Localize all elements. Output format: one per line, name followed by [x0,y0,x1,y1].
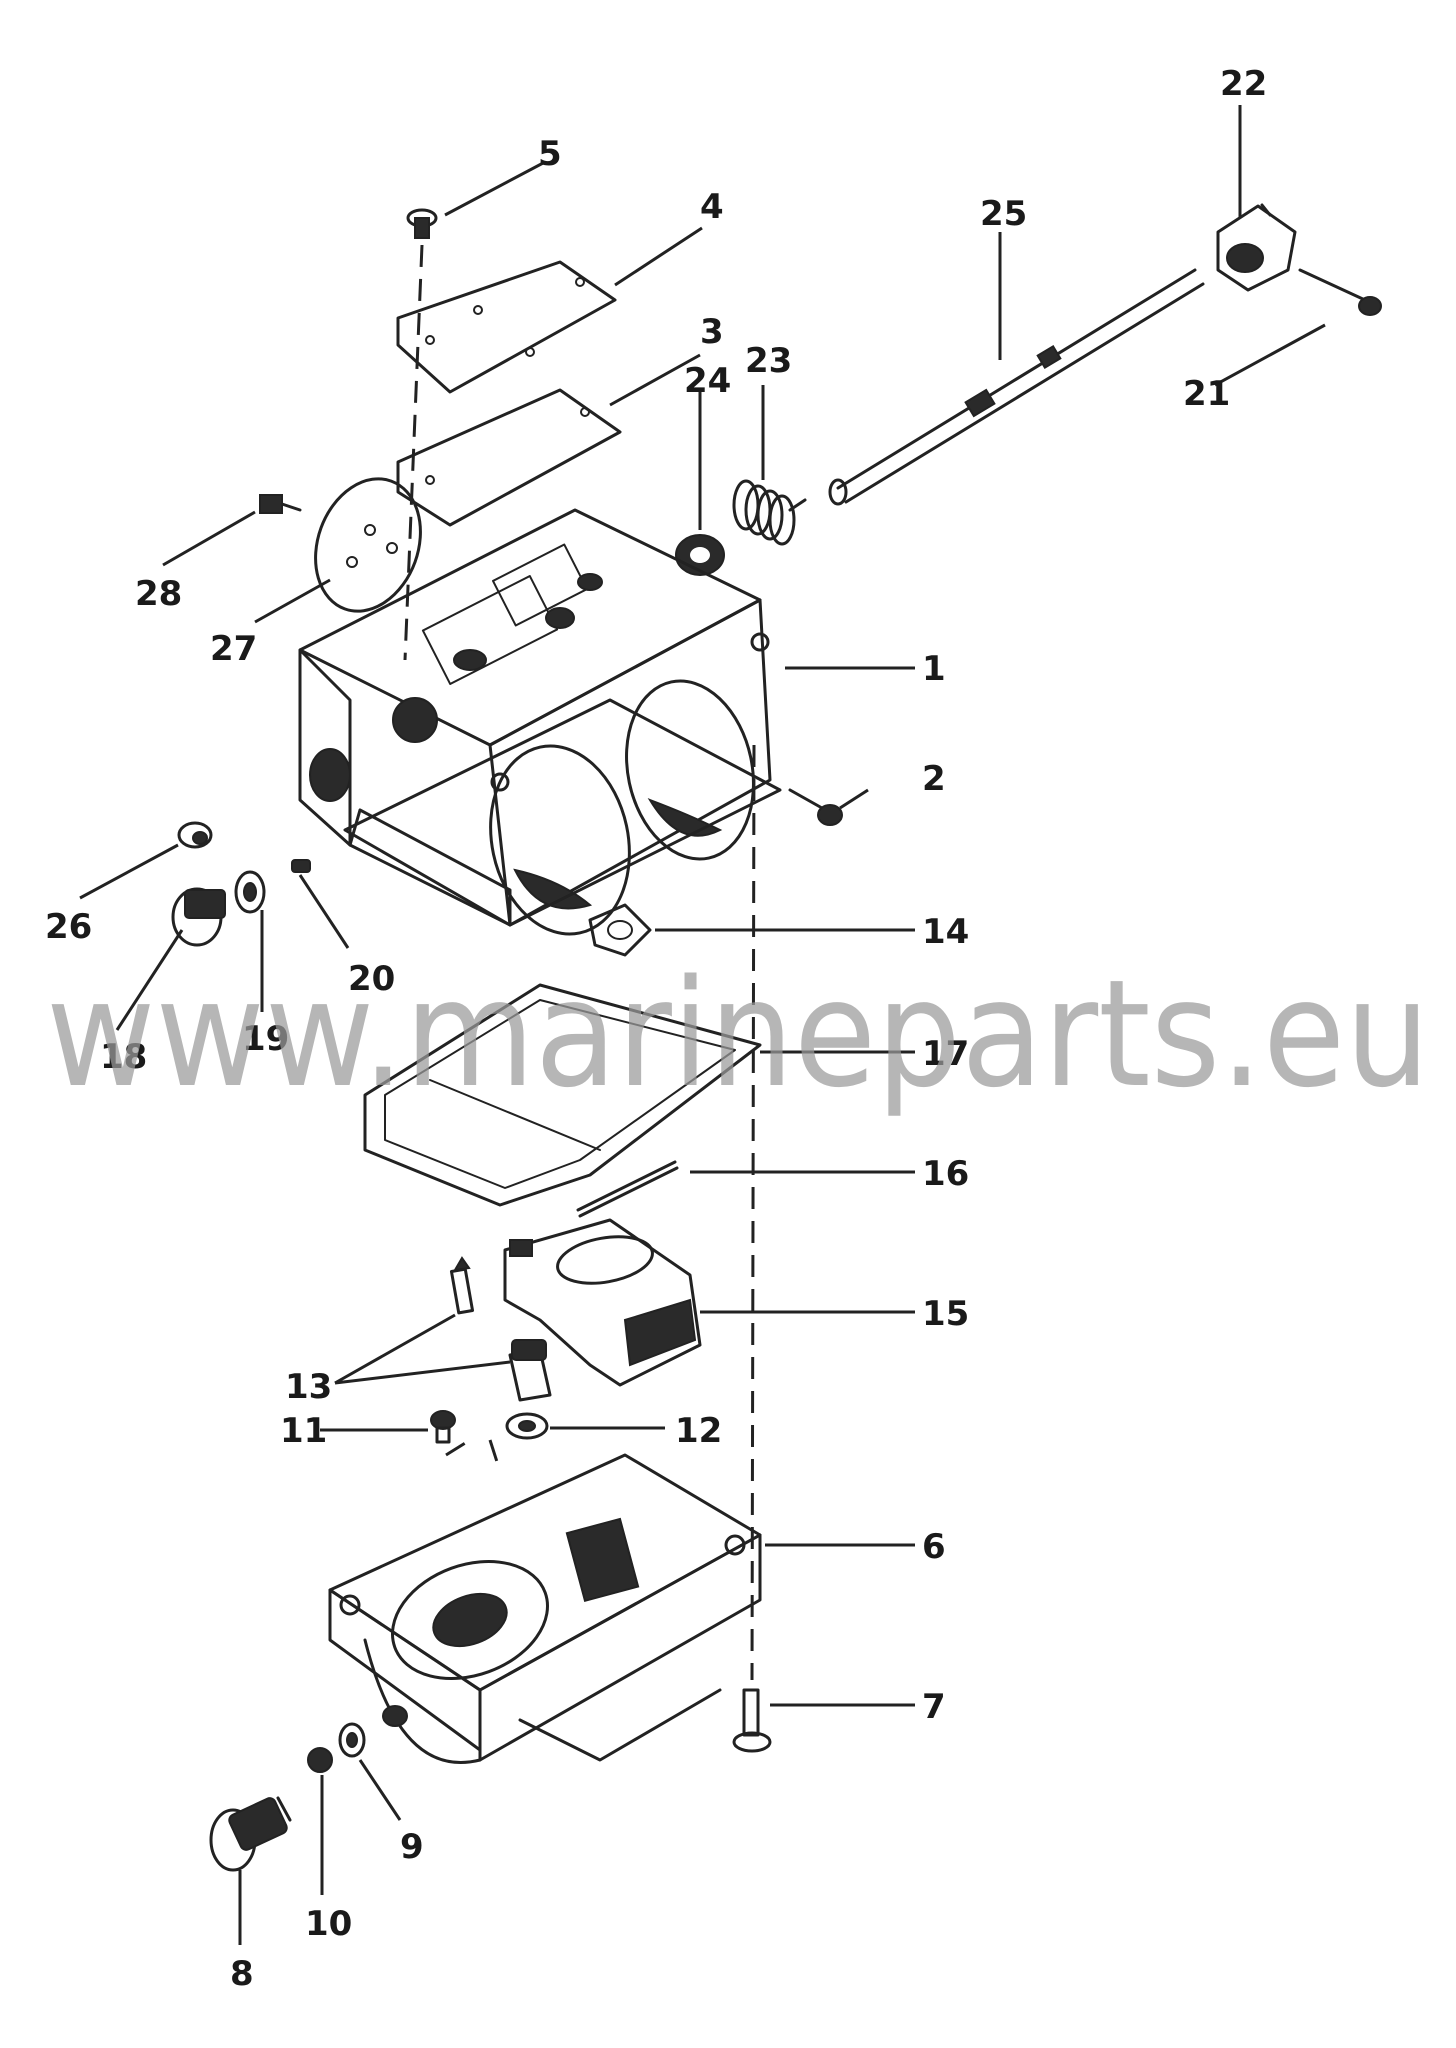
callout-7: 7 [922,1687,946,1727]
part-3-gasket [396,388,622,527]
callout-13: 13 [285,1367,332,1407]
part-14-gasket [588,903,652,957]
part-19-washer [234,870,266,914]
part-21-screw [1298,268,1382,316]
part-28-screw [259,494,302,514]
part-27-diaphragm [314,477,422,613]
leader-lines [79,105,1326,1945]
callout-11: 11 [280,1411,327,1451]
part-20-fitting [291,859,311,873]
callout-20: 20 [348,959,395,999]
callout-3: 3 [700,312,724,352]
callout-16: 16 [922,1154,969,1194]
callout-19: 19 [242,1019,289,1059]
callout-2: 2 [922,759,946,799]
part-15-float [503,1218,702,1387]
callout-23: 23 [745,341,792,381]
part-23-spring [732,479,807,546]
callout-8: 8 [230,1954,254,1994]
part-18-plug [171,887,226,947]
part-2-screw [788,788,843,826]
callout-17: 17 [922,1034,969,1074]
part-25-throttle-shaft [828,268,1205,506]
part-7-screw [732,744,772,1753]
part-8-drain-plug [209,1796,292,1872]
part-13-needle-and-seat [449,1256,552,1402]
part-6-fuel-bowl [328,1453,762,1764]
part-4-cover-plate [396,260,617,394]
part-11-screw [430,1410,456,1444]
part-26-clip [177,821,213,849]
callout-24: 24 [684,361,731,401]
callout-25: 25 [980,194,1027,234]
watermark-text: www.marineparts.eu [46,948,1430,1120]
alignment-line [445,1438,471,1457]
callout-21: 21 [1183,374,1230,414]
alignment-line [488,1439,500,1466]
callout-6: 6 [922,1527,946,1567]
part-16-pin [576,1160,679,1218]
callout-1: 1 [922,649,946,689]
callout-28: 28 [135,574,182,614]
part-22-lever [1216,203,1297,292]
callout-labels: 1 2 3 4 5 6 7 8 9 10 11 12 13 14 15 16 1… [45,64,1267,1994]
part-9-washer [338,1722,366,1758]
part-1-throttle-body [298,508,782,936]
callout-5: 5 [538,134,562,174]
callout-9: 9 [400,1827,424,1867]
part-17-gasket [363,983,762,1207]
callout-14: 14 [922,912,969,952]
part-12-washer [505,1412,549,1440]
callout-26: 26 [45,907,92,947]
callout-12: 12 [675,1411,722,1451]
part-24-bushing [675,534,725,576]
part-5-screw [403,208,438,661]
callout-22: 22 [1220,64,1267,104]
callout-27: 27 [210,629,257,669]
part-10-fitting [307,1747,333,1773]
callout-4: 4 [700,187,724,227]
callout-18: 18 [100,1037,147,1077]
callout-15: 15 [922,1294,969,1334]
callout-10: 10 [305,1904,352,1944]
